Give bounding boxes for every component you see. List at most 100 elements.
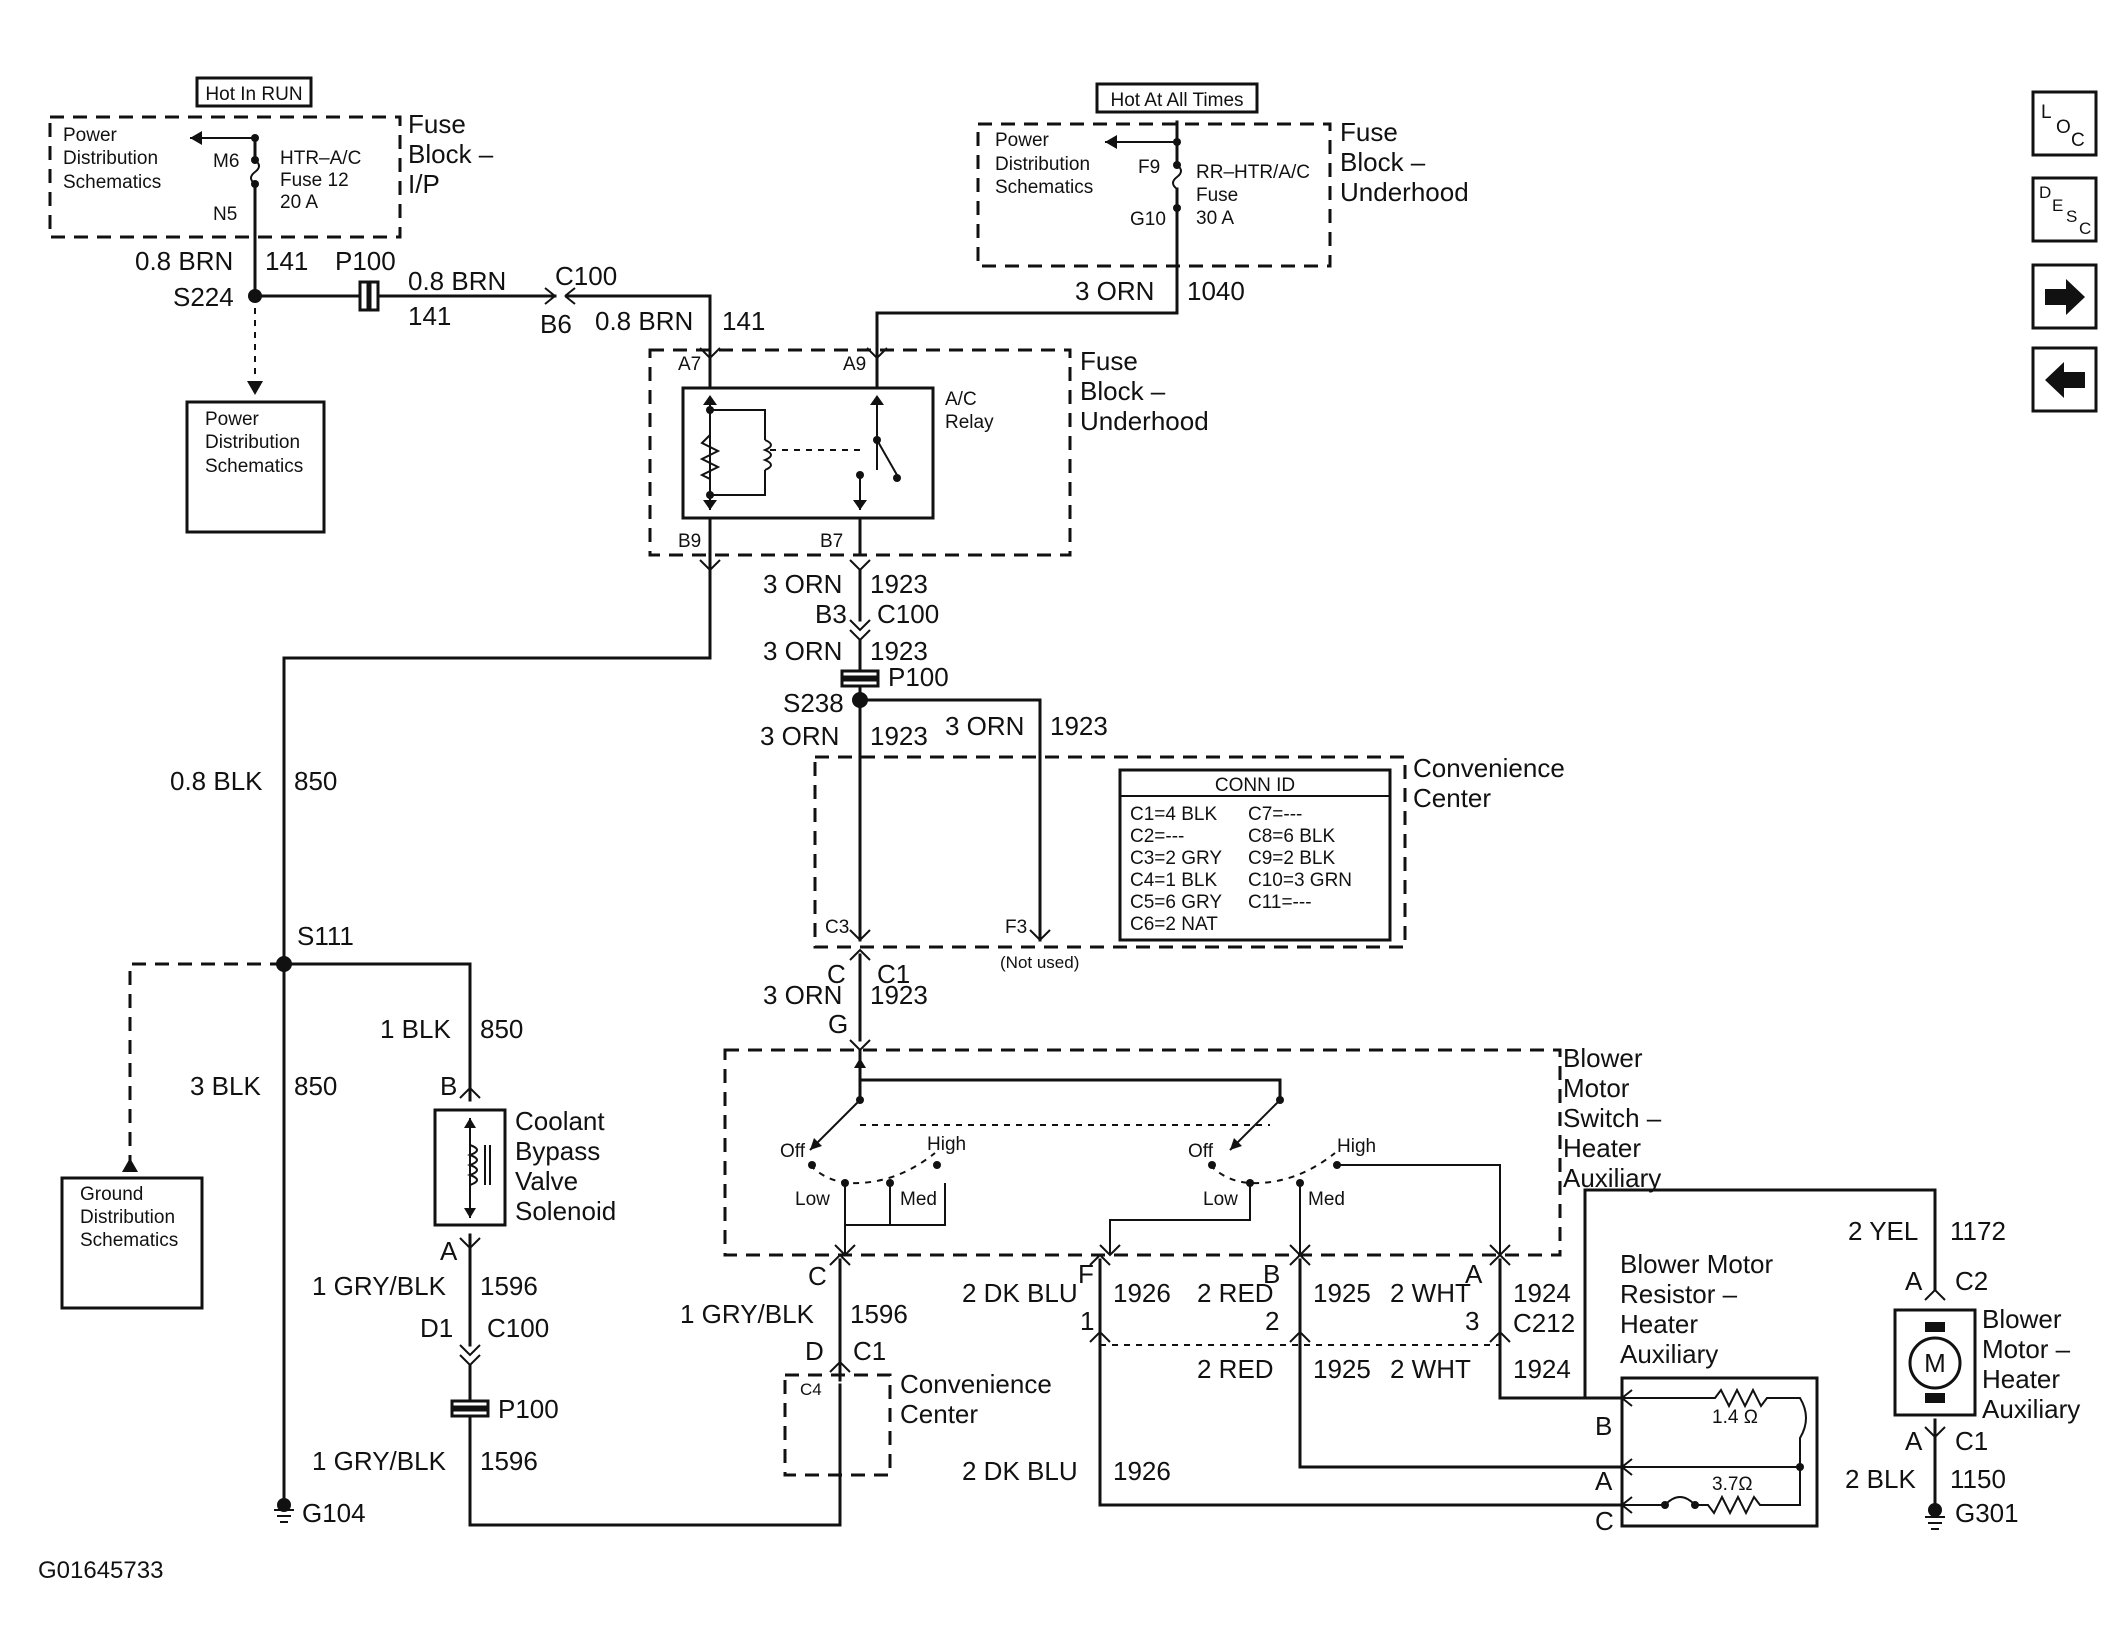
svg-text:2 WHT: 2 WHT [1390,1354,1471,1384]
svg-text:1926: 1926 [1113,1456,1171,1486]
svg-text:2 RED: 2 RED [1197,1354,1274,1384]
coolant-bypass-valve-solenoid: Coolant Bypass Valve Solenoid [433,1106,616,1227]
svg-text:30 A: 30 A [1196,208,1234,229]
blower-motor-switch: Off High Low Med Off High Low Med Blower… [723,1043,1662,1257]
svg-text:3: 3 [1465,1306,1479,1336]
svg-text:Center: Center [1413,783,1491,813]
svg-text:Switch –: Switch – [1563,1103,1662,1133]
svg-text:Motor: Motor [1563,1073,1630,1103]
fuse-block-ip: Hot In RUN Power Distribution Schematics… [48,76,494,239]
svg-text:850: 850 [480,1014,523,1044]
svg-text:Schematics: Schematics [205,456,303,477]
svg-text:Underhood: Underhood [1080,406,1209,436]
prev-button[interactable] [2031,346,2098,413]
svg-text:C: C [1595,1506,1614,1536]
svg-text:C1: C1 [853,1336,886,1366]
svg-text:Fuse 12: Fuse 12 [280,170,349,191]
svg-text:0.8 BRN: 0.8 BRN [135,246,233,276]
svg-text:1 BLK: 1 BLK [380,1014,451,1044]
svg-text:A: A [1465,1259,1483,1289]
svg-text:1596: 1596 [480,1271,538,1301]
svg-text:2: 2 [1265,1306,1279,1336]
svg-text:Center: Center [900,1399,978,1429]
desc-button[interactable]: D E S C [2031,176,2098,243]
power-distribution-box-2: Power Distribution Schematics [185,400,326,534]
svg-text:3 BLK: 3 BLK [190,1071,261,1101]
svg-text:Auxiliary: Auxiliary [1982,1394,2080,1424]
svg-text:2 DK BLU: 2 DK BLU [962,1278,1078,1308]
svg-text:Auxiliary: Auxiliary [1563,1163,1661,1193]
svg-text:0.8 BLK: 0.8 BLK [170,766,263,796]
svg-text:Off: Off [1188,1141,1214,1162]
svg-text:D: D [2039,183,2051,202]
svg-text:Ground: Ground [80,1184,143,1205]
svg-text:Relay: Relay [945,412,994,433]
svg-text:Block –: Block – [1340,147,1426,177]
svg-text:3 ORN: 3 ORN [763,569,842,599]
svg-text:Low: Low [795,1189,830,1210]
svg-text:2 RED: 2 RED [1197,1278,1274,1308]
svg-text:Distribution: Distribution [205,432,300,453]
svg-text:A: A [1905,1266,1923,1296]
svg-text:A: A [1905,1426,1923,1456]
svg-text:Resistor –: Resistor – [1620,1279,1738,1309]
svg-text:3.7Ω: 3.7Ω [1712,1474,1753,1495]
svg-text:2 BLK: 2 BLK [1845,1464,1916,1494]
conn-id-entry: C10=3 GRN [1248,870,1352,891]
svg-text:Underhood: Underhood [1340,177,1469,207]
conn-id-entry: C1=4 BLK [1130,804,1217,825]
svg-text:Power: Power [205,409,260,430]
svg-text:C212: C212 [1513,1308,1575,1338]
svg-text:Schematics: Schematics [80,1230,178,1251]
svg-text:20 A: 20 A [280,192,318,213]
hot-in-run-label: Hot In RUN [205,84,302,105]
svg-text:B: B [1263,1259,1280,1289]
ground-distribution-box: Ground Distribution Schematics [60,1176,204,1310]
svg-text:1923: 1923 [870,980,928,1010]
svg-text:C4: C4 [800,1380,822,1399]
svg-text:Convenience: Convenience [900,1369,1052,1399]
svg-text:141: 141 [265,246,308,276]
svg-text:1923: 1923 [870,721,928,751]
svg-text:141: 141 [722,306,765,336]
figure-id: G01645733 [38,1557,163,1584]
svg-text:1925: 1925 [1313,1278,1371,1308]
blower-motor-resistor: Blower Motor Resistor – Heater Auxiliary… [1595,1249,1819,1536]
svg-text:1 GRY/BLK: 1 GRY/BLK [312,1271,447,1301]
ac-relay-block: A7 A9 A/C Relay B9 B7 Fuse Block – Under… [648,333,1209,557]
svg-text:B7: B7 [820,531,843,552]
svg-text:Block –: Block – [408,139,494,169]
prev-arrow-icon [2045,362,2085,398]
svg-text:L: L [2041,102,2052,123]
svg-text:Fuse: Fuse [1340,117,1398,147]
svg-text:Coolant: Coolant [515,1106,605,1136]
svg-text:Heater: Heater [1982,1364,2060,1394]
svg-text:High: High [1337,1136,1376,1157]
loc-button[interactable]: L O C [2031,90,2098,157]
conn-id-entry: C2=--- [1130,826,1184,847]
svg-text:Valve: Valve [515,1166,578,1196]
svg-text:0.8 BRN: 0.8 BRN [595,306,693,336]
svg-text:Distribution: Distribution [63,148,158,169]
next-button[interactable] [2031,263,2098,330]
svg-text:Convenience: Convenience [1413,753,1565,783]
svg-text:A7: A7 [678,354,701,375]
conn-id-entry: C4=1 BLK [1130,870,1217,891]
svg-text:C: C [2071,130,2085,151]
svg-text:Distribution: Distribution [995,154,1090,175]
motor-symbol: M [1924,1348,1946,1378]
svg-text:E: E [2052,196,2063,215]
svg-text:Block –: Block – [1080,376,1166,406]
svg-text:Low: Low [1203,1189,1238,1210]
svg-text:B3: B3 [815,599,847,629]
svg-text:C100: C100 [877,599,939,629]
svg-text:1 GRY/BLK: 1 GRY/BLK [680,1299,815,1329]
ac-relay-label: A/C [945,389,977,410]
svg-text:C: C [2079,219,2091,238]
svg-text:C100: C100 [555,261,617,291]
svg-text:Heater: Heater [1563,1133,1641,1163]
svg-text:S111: S111 [297,921,354,951]
svg-text:F3: F3 [1005,917,1027,938]
